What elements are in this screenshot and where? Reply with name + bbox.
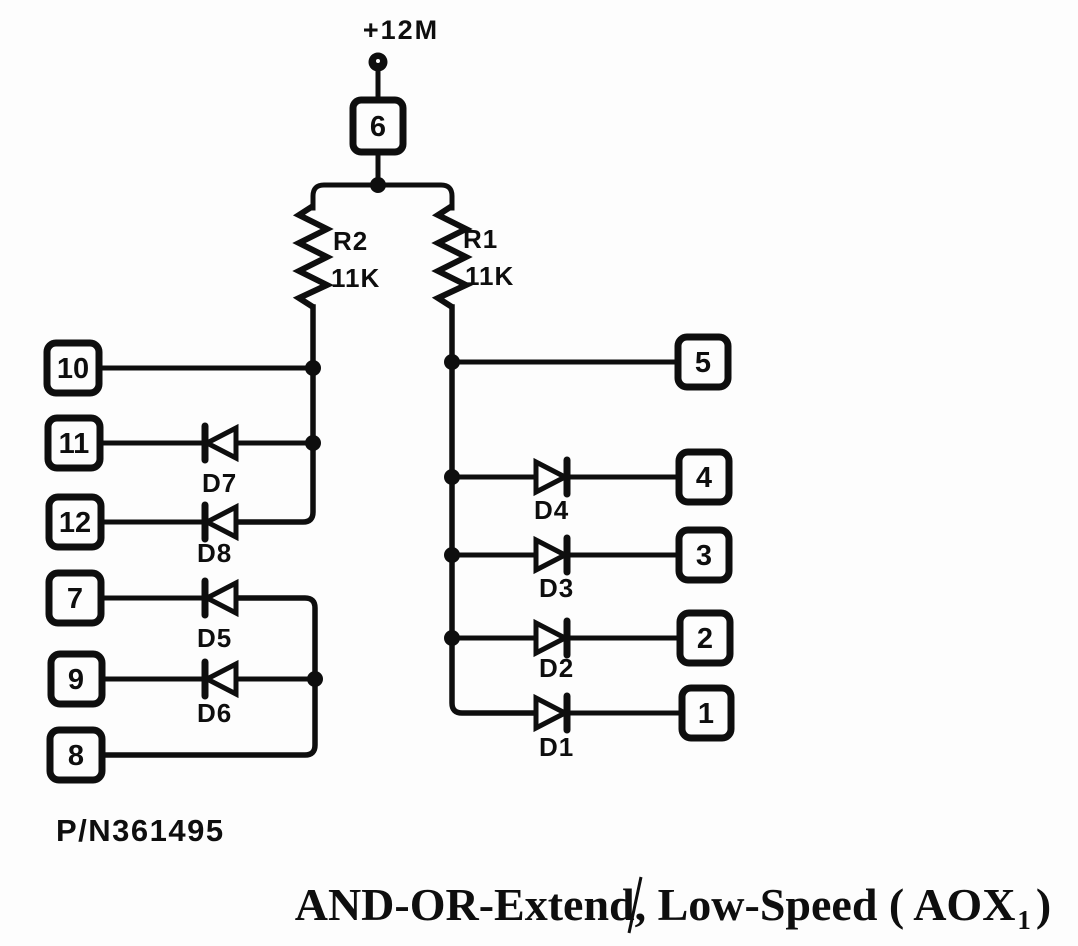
caption-main: AND-OR-Extend, Low-Speed ( AOX xyxy=(295,879,1016,930)
diode-d6-label: D6 xyxy=(197,698,232,728)
wire-left-bus-a xyxy=(235,304,316,525)
pin-box-1 xyxy=(678,684,735,742)
diode-d3-triangle xyxy=(533,535,571,575)
diode-d8-label: D8 xyxy=(197,538,232,568)
pin-box-2-label: 2 xyxy=(697,623,713,655)
pin-box-9-label: 9 xyxy=(68,664,84,696)
pin-box-11-label: 11 xyxy=(59,428,90,460)
pin-box-10 xyxy=(43,339,103,397)
caption-subscript: 1 xyxy=(1017,905,1031,935)
diode-d5-label: D5 xyxy=(197,623,232,653)
diode-d6-triangle xyxy=(201,659,239,699)
resistor-r2-symbol xyxy=(292,203,334,310)
junction-dot-pin5 xyxy=(444,354,460,370)
diode-d4-label: D4 xyxy=(534,495,569,525)
diode-d8-triangle xyxy=(201,502,239,542)
part-number-label: P/N361495 xyxy=(56,813,225,848)
pin-box-5-label: 5 xyxy=(695,347,711,379)
pin-box-7-label: 7 xyxy=(67,583,83,615)
pin-box-2 xyxy=(676,609,734,667)
pin-box-12 xyxy=(45,493,105,551)
resistor-r1-value: 11K xyxy=(465,261,514,291)
junction-dot-pin2 xyxy=(444,630,460,646)
diode-d2-triangle xyxy=(533,618,571,658)
diode-d1-label: D1 xyxy=(539,732,574,762)
junction-dot-pin10 xyxy=(305,360,321,376)
junction-dot-pin4 xyxy=(444,469,460,485)
diode-d3-label: D3 xyxy=(539,573,574,603)
diode-d4-triangle xyxy=(533,457,571,497)
pin-box-5 xyxy=(674,333,732,391)
power-terminal-center xyxy=(376,59,380,63)
diode-d7-triangle xyxy=(201,423,239,463)
resistor-r2-value: 11K xyxy=(331,263,380,293)
diode-d2-label: D2 xyxy=(539,653,574,683)
wire-right-bus xyxy=(449,304,539,716)
caption-close: ) xyxy=(1036,879,1051,930)
pin-box-11 xyxy=(44,414,104,472)
pin-box-4-label: 4 xyxy=(696,462,712,494)
resistor-r1-name: R1 xyxy=(463,224,498,254)
pin-box-3 xyxy=(675,526,733,584)
pin-box-9 xyxy=(47,650,106,708)
pin-box-3-label: 3 xyxy=(696,540,712,572)
resistor-r1-symbol xyxy=(431,203,473,310)
power-supply-label: +12M xyxy=(363,15,439,45)
junction-dot-top xyxy=(370,177,386,193)
scan-artifact-slash xyxy=(627,876,643,934)
pin-box-12-label: 12 xyxy=(59,507,91,539)
figure-caption: AND-OR-Extend, Low-Speed ( AOX1) xyxy=(295,879,1052,935)
junction-dot-pin11 xyxy=(305,435,321,451)
diode-d7-label: D7 xyxy=(202,468,237,498)
diode-d5-triangle xyxy=(201,578,239,618)
junction-dot-pin3 xyxy=(444,547,460,563)
pin-box-8 xyxy=(46,726,106,784)
pin-box-1-label: 1 xyxy=(698,698,714,730)
diode-d1-triangle xyxy=(533,693,571,733)
pin-box-10-label: 10 xyxy=(57,353,89,385)
resistor-r2-name: R2 xyxy=(333,226,368,256)
pin-box-4 xyxy=(675,448,733,506)
pin-box-6-label: 6 xyxy=(370,111,386,143)
pin-box-7 xyxy=(45,569,105,627)
junction-dot-pin9 xyxy=(307,671,323,687)
pin-box-8-label: 8 xyxy=(68,740,84,772)
